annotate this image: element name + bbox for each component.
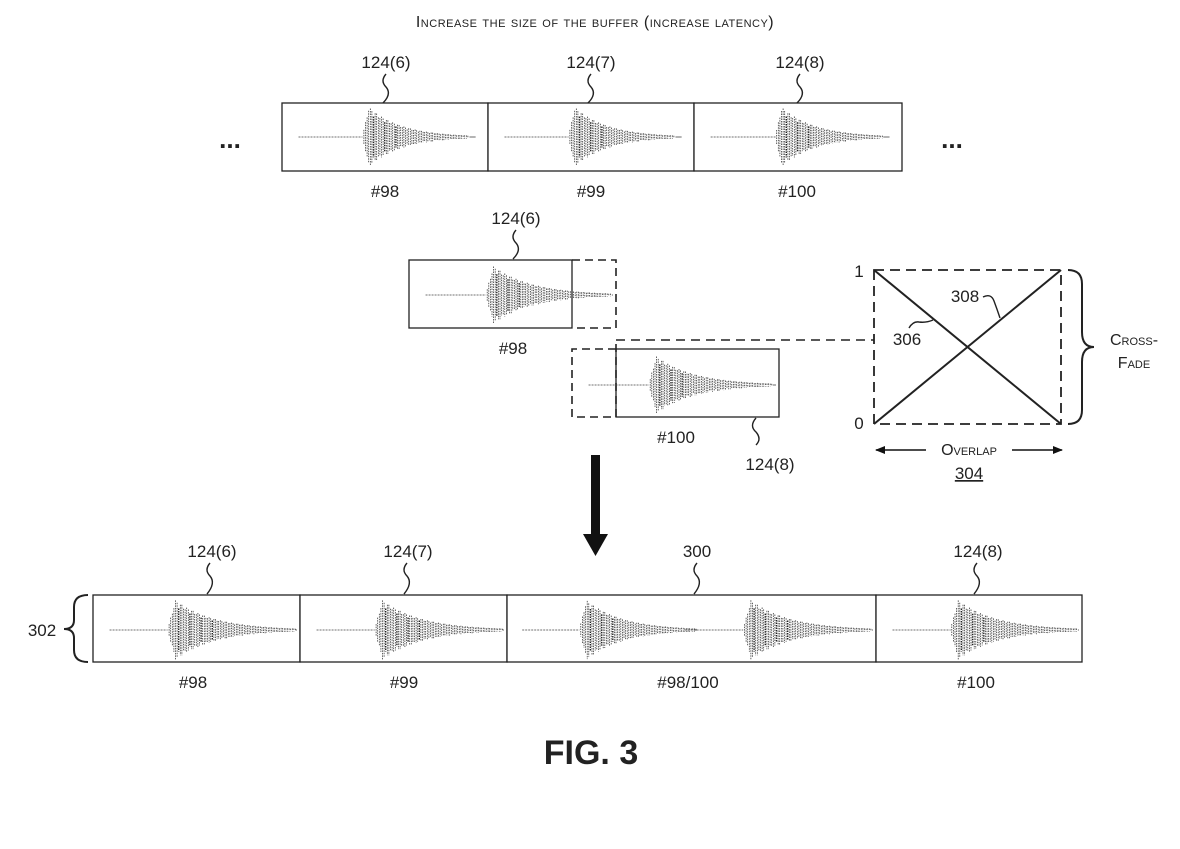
frame-label: #98/100 bbox=[657, 673, 718, 692]
overlap-ref: 304 bbox=[955, 464, 983, 483]
overlap-label: Overlap bbox=[941, 442, 997, 459]
leader-line bbox=[403, 562, 411, 595]
waveform bbox=[684, 600, 873, 660]
ref-label: 124(7) bbox=[566, 53, 615, 72]
ref-label: 124(8) bbox=[745, 455, 794, 474]
waveform bbox=[425, 266, 613, 324]
bottom-frame-100 bbox=[875, 594, 1083, 663]
leader-line bbox=[206, 562, 214, 595]
bottom-frame-99 bbox=[299, 594, 508, 663]
ref-label: 124(6) bbox=[361, 53, 410, 72]
crossfade-label-line2: Fade bbox=[1118, 355, 1150, 372]
waveform bbox=[892, 600, 1079, 660]
axis-label-top: 1 bbox=[854, 262, 863, 281]
crossfade-diagram bbox=[873, 269, 1062, 425]
ref-label: 124(8) bbox=[775, 53, 824, 72]
waveform bbox=[710, 108, 890, 166]
leader-line bbox=[382, 73, 390, 104]
leader-line bbox=[973, 562, 981, 595]
leader-line bbox=[796, 73, 804, 104]
waveform bbox=[522, 600, 697, 660]
group-ref: 302 bbox=[28, 621, 56, 640]
leader-line bbox=[982, 294, 1001, 319]
waveform bbox=[504, 108, 682, 166]
bottom-frame-98-100 bbox=[506, 594, 877, 663]
ref-label: 124(6) bbox=[187, 542, 236, 561]
figure-label: FIG. 3 bbox=[544, 734, 638, 772]
group-brace bbox=[63, 594, 89, 663]
frame-label: #98 bbox=[371, 182, 399, 201]
top-frame-98 bbox=[281, 102, 489, 172]
middle-frame-100 bbox=[571, 342, 780, 418]
top-frame-99 bbox=[487, 102, 695, 172]
middle-frame-98 bbox=[408, 259, 617, 329]
leader-line bbox=[512, 229, 520, 260]
ref-label: 308 bbox=[951, 287, 979, 306]
waveform bbox=[316, 600, 504, 660]
frame-label: #99 bbox=[577, 182, 605, 201]
overlap-region-dashed bbox=[571, 342, 617, 418]
crossfade-label-line1: Cross- bbox=[1110, 332, 1158, 349]
leader-line bbox=[751, 417, 760, 446]
axis-label-bottom: 0 bbox=[854, 414, 863, 433]
figure-title: Increase the size of the buffer (increas… bbox=[416, 14, 774, 31]
overlap-region-dashed bbox=[572, 259, 617, 329]
frame-label: #98 bbox=[499, 339, 527, 358]
ref-label: 300 bbox=[683, 542, 711, 561]
waveform bbox=[109, 600, 297, 660]
frame-label: #99 bbox=[390, 673, 418, 692]
ellipsis-left: ... bbox=[219, 124, 241, 154]
leader-line bbox=[587, 73, 595, 104]
down-arrow bbox=[583, 455, 608, 556]
ellipsis-right: ... bbox=[941, 124, 963, 154]
bottom-frame-98 bbox=[92, 594, 301, 663]
ref-label: 124(7) bbox=[383, 542, 432, 561]
waveform bbox=[298, 108, 476, 166]
ref-label: 124(6) bbox=[491, 209, 540, 228]
ref-label: 124(8) bbox=[953, 542, 1002, 561]
frame-label: #100 bbox=[657, 428, 695, 447]
leader-line bbox=[693, 562, 701, 595]
fade-in-curve bbox=[873, 269, 1062, 425]
top-frame-100 bbox=[693, 102, 903, 172]
frame-label: #100 bbox=[957, 673, 995, 692]
leader-line bbox=[908, 319, 934, 329]
ref-label: 306 bbox=[893, 330, 921, 349]
waveform bbox=[588, 356, 776, 414]
frame-label: #100 bbox=[778, 182, 816, 201]
frame-label: #98 bbox=[179, 673, 207, 692]
crossfade-brace bbox=[1067, 269, 1095, 425]
